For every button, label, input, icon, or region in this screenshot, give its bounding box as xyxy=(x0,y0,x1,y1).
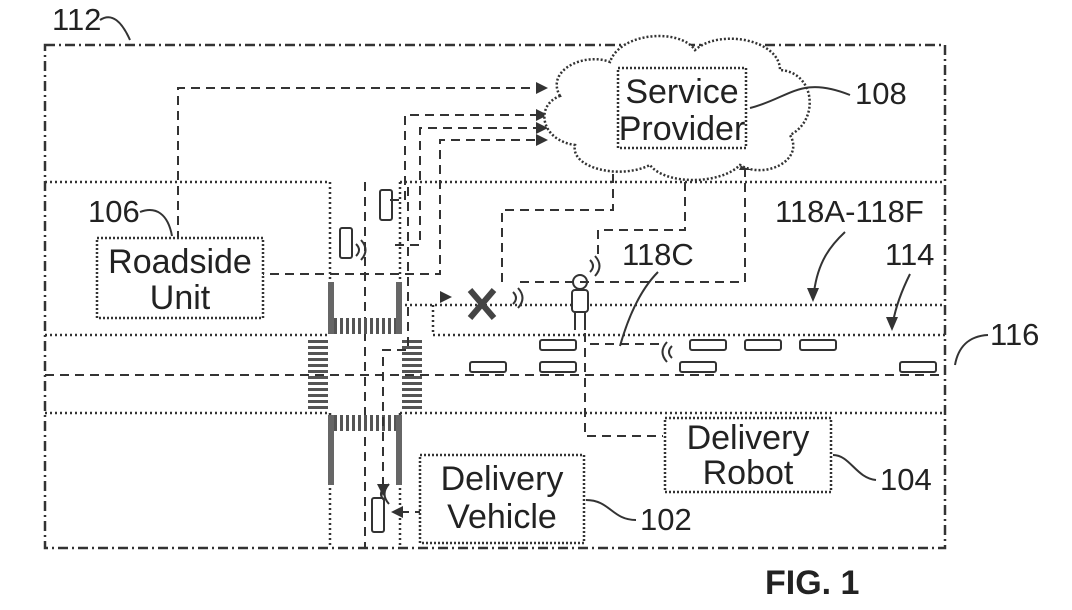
figure-caption: FIG. 1 xyxy=(765,564,859,602)
delivery-robot-label-line2: Robot xyxy=(703,454,794,492)
obstacle-x-icon xyxy=(467,288,497,320)
delivery-vehicle-box xyxy=(418,453,586,545)
parked-vehicles xyxy=(339,189,937,533)
ref-108: 108 xyxy=(855,76,907,111)
crosswalk-east xyxy=(402,340,422,409)
roadside-unit-label-line1: Roadside xyxy=(108,243,252,281)
roadside-unit-label-line2: Unit xyxy=(150,279,211,317)
leader-118a-118f xyxy=(813,231,846,293)
delivery-robot-box xyxy=(663,416,833,494)
leader-102 xyxy=(585,499,637,521)
region-dividers xyxy=(45,180,945,548)
ref-118c: 118C xyxy=(622,237,694,272)
crosswalk-west xyxy=(308,340,328,409)
communication-links xyxy=(177,87,746,486)
delivery-vehicle-label-line2: Vehicle xyxy=(447,498,557,536)
ref-104: 104 xyxy=(880,462,932,497)
ref-106: 106 xyxy=(88,194,140,229)
ref-116: 116 xyxy=(990,317,1039,352)
leader-116 xyxy=(954,334,989,366)
leader-106 xyxy=(139,209,173,237)
roadside-unit-box xyxy=(95,236,265,320)
leader-108 xyxy=(749,86,851,109)
service-provider-label-line1: Service xyxy=(625,73,738,111)
leader-114 xyxy=(892,273,911,323)
crosswalk-south xyxy=(334,415,397,431)
leader-104 xyxy=(832,454,877,481)
crosswalk-north xyxy=(334,318,397,334)
curb-marks xyxy=(328,282,402,485)
arrow-114 xyxy=(886,317,898,331)
arrow-118a-118f xyxy=(807,288,819,302)
delivery-vehicle-label-line1: Delivery xyxy=(441,460,564,498)
leader-118c xyxy=(619,271,659,347)
ref-118a-118f: 118A-118F xyxy=(775,194,924,229)
ref-102: 102 xyxy=(640,502,692,537)
ref-114: 114 xyxy=(885,237,934,272)
delivery-robot-label-line1: Delivery xyxy=(687,419,810,457)
service-provider-label-line2: Provider xyxy=(619,110,746,148)
service-provider-box xyxy=(616,66,748,150)
leader-112 xyxy=(99,16,131,41)
ref-112: 112 xyxy=(52,2,101,37)
environment-boundary xyxy=(43,43,947,550)
